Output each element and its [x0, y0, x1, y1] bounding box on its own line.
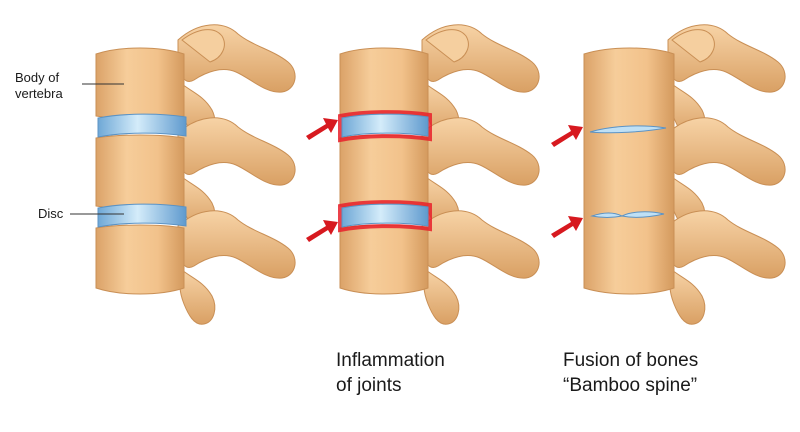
fusion-caption-line2: “Bamboo spine” — [563, 375, 698, 396]
left-disc-upper — [97, 113, 187, 138]
inflammation-caption-line1: Inflammation — [336, 350, 445, 371]
middle-vertebra-top — [339, 47, 429, 120]
arrow-middle-upper — [306, 118, 338, 140]
inflamed-spine — [338, 24, 540, 325]
disc-label-text: Disc — [38, 206, 64, 221]
body-of-vertebra-label-line2: vertebra — [15, 86, 63, 101]
right-disc-remnant-upper — [589, 125, 667, 134]
arrow-right-upper — [551, 125, 583, 147]
fusion-caption-line1: Fusion of bones — [563, 350, 699, 371]
fusion-caption: Fusion of bones “Bamboo spine” — [563, 348, 698, 398]
fused-spine — [583, 24, 786, 325]
left-spinous-processes — [177, 24, 296, 325]
right-spinous-processes — [667, 24, 786, 325]
body-of-vertebra-label-line1: Body of — [15, 70, 60, 85]
left-disc-lower — [97, 203, 187, 228]
inflammation-caption: Inflammation of joints — [336, 348, 445, 398]
arrows — [306, 118, 583, 242]
right-fused-vertebral-column — [583, 47, 675, 295]
middle-disc-upper-inflamed — [338, 110, 432, 143]
left-vertebra-bottom — [95, 224, 185, 295]
disc-label: Disc — [38, 206, 63, 222]
arrow-middle-lower — [306, 220, 338, 242]
inflammation-caption-line2: of joints — [336, 375, 402, 396]
middle-vertebra-middle — [339, 134, 429, 210]
normal-spine — [70, 24, 296, 325]
middle-vertebra-bottom — [339, 224, 429, 295]
right-disc-remnant-lower — [590, 211, 665, 218]
left-vertebra-middle — [95, 134, 185, 210]
arrow-right-lower — [551, 216, 583, 238]
body-of-vertebra-label: Body of vertebra — [15, 70, 63, 102]
middle-spinous-processes — [421, 24, 540, 325]
middle-disc-lower-inflamed — [338, 200, 432, 233]
